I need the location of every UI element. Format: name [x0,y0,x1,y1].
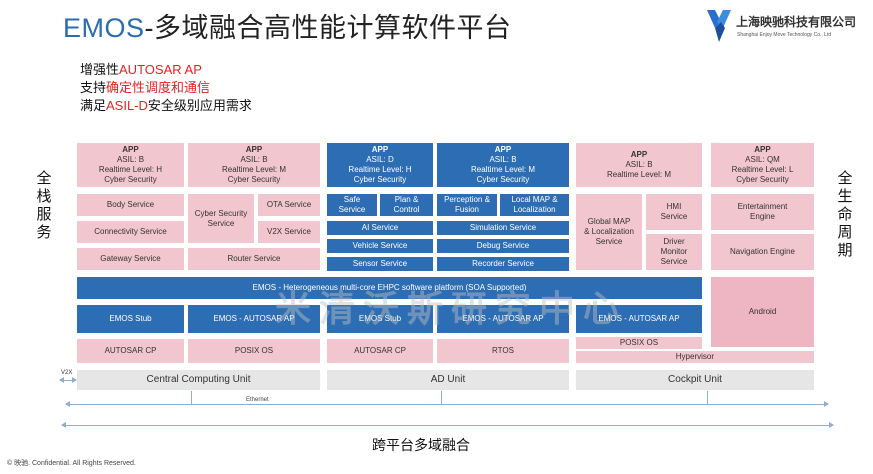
entertainment-engine: Entertainment Engine [711,194,814,230]
side-label-left: 全栈服务 [36,170,52,241]
cross-domain-arrow [61,422,834,428]
plan-control: Plan & Control [380,194,433,216]
navigation-engine: Navigation Engine [711,234,814,270]
company-logo-icon [707,10,731,42]
feature-line-2: 支持确定性调度和通信 [80,80,211,95]
emos-autosar-ap-1: EMOS - AUTOSAR AP [188,305,320,333]
central-computing-unit: Central Computing Unit [77,370,320,390]
feature-line-1: 增强性AUTOSAR AP [80,62,202,77]
debug-service: Debug Service [437,239,569,253]
emos-autosar-ap-2: EMOS - AUTOSAR AP [437,305,569,333]
rtos: RTOS [437,339,569,363]
footer-copyright: © 映驰. Confidential. All Rights Reserved. [7,460,136,467]
sensor-service: Sensor Service [327,257,433,271]
ota-service: OTA Service [258,194,320,216]
v2x-arrow [59,377,77,383]
autosar-cp-1: AUTOSAR CP [77,339,184,363]
company-subtitle: Shanghai Enjoy Move Technology Co., Ltd [737,32,832,38]
ethernet-connector-3 [707,391,708,405]
feature-line-3: 满足ASIL-D安全级别应用需求 [80,98,252,113]
connectivity-service: Connectivity Service [77,221,184,243]
body-service: Body Service [77,194,184,216]
gateway-service: Gateway Service [77,248,184,270]
global-map-localization-service: Global MAP & Localization Service [576,194,642,270]
local-map-localization: Local MAP & Localization [500,194,569,216]
ethernet-bus [65,401,829,407]
ethernet-label: Ethernet [246,397,269,403]
posix-os-1: POSIX OS [188,339,320,363]
page-title: EMOS-多域融合高性能计算软件平台 [63,13,512,43]
emos-stub-1: EMOS Stub [77,305,184,333]
android-os: Android [711,277,814,347]
hmi-service: HMI Service [646,194,702,230]
ethernet-connector-2 [441,391,442,405]
v2x-service: V2X Service [258,221,320,243]
cockpit-unit: Cockpit Unit [576,370,814,390]
autosar-cp-2: AUTOSAR CP [327,339,433,363]
ai-service: AI Service [327,221,433,235]
emos-autosar-ap-3: EMOS - AUTOSAR AP [576,305,702,333]
emos-stub-2: EMOS Stub [327,305,433,333]
driver-monitor-service: Driver Monitor Service [646,234,702,270]
side-label-right: 全生命周期 [837,170,853,259]
posix-os-2: POSIX OS [576,337,702,349]
perception-fusion: Perception & Fusion [437,194,497,216]
hypervisor: Hypervisor [576,351,814,363]
company-name: 上海映驰科技有限公司 [736,15,857,29]
ad-unit: AD Unit [327,370,569,390]
safe-service: Safe Service [327,194,377,216]
router-service: Router Service [188,248,320,270]
recorder-service: Recorder Service [437,257,569,271]
v2x-label: V2X [61,370,73,376]
bottom-label: 跨平台多域融合 [372,437,470,453]
emos-platform-bar: EMOS - Heterogeneous multi-core EHPC sof… [77,277,702,299]
vehicle-service: Vehicle Service [327,239,433,253]
ethernet-connector-1 [191,391,192,405]
simulation-service: Simulation Service [437,221,569,235]
cyber-security-service: Cyber Security Service [188,194,254,243]
